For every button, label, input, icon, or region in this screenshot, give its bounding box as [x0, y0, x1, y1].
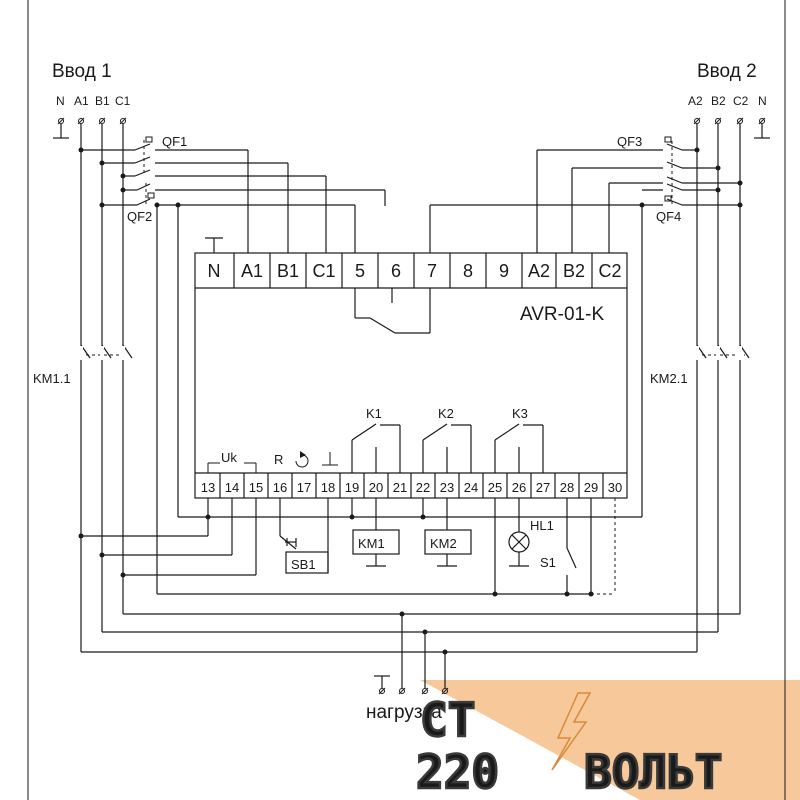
input2-phase-c2: C2 — [733, 94, 749, 108]
bottom-terminal-17: 17 — [297, 480, 311, 495]
km2-coil — [422, 498, 472, 567]
qf1-label: QF1 — [162, 134, 187, 149]
input1-phase-b1: B1 — [95, 94, 110, 108]
top-terminal-9: 9 — [499, 261, 509, 281]
bottom-terminal-20: 20 — [369, 480, 383, 495]
km1-1-label: KM1.1 — [33, 371, 71, 386]
bottom-terminal-row — [219, 473, 604, 498]
input1-terminals — [53, 117, 127, 652]
top-terminal-c1: C1 — [312, 261, 335, 281]
km2-coil-label: KM2 — [430, 536, 457, 551]
bottom-terminal-25: 25 — [488, 480, 502, 495]
bottom-terminal-14: 14 — [225, 480, 239, 495]
uk-bracket — [207, 462, 257, 473]
bottom-terminal-27: 27 — [536, 480, 550, 495]
km1-coil — [352, 498, 400, 567]
hl1-lamp — [508, 498, 530, 567]
uk-label: Uk — [221, 450, 237, 465]
common-ground-icon — [322, 452, 338, 466]
top-terminal-b2: B2 — [563, 261, 585, 281]
bottom-terminal-30: 30 — [608, 480, 622, 495]
km2-1-label: KM2.1 — [650, 371, 688, 386]
top-terminal-8: 8 — [463, 261, 473, 281]
watermark-line2b: ВОЛЬТ — [584, 745, 722, 799]
top-terminal-n: N — [208, 261, 221, 281]
load-terminals — [374, 614, 449, 695]
top-terminal-5: 5 — [355, 261, 365, 281]
relay-k3-label: K3 — [512, 406, 528, 421]
input2-phase-n: N — [758, 94, 767, 108]
qf4-label: QF4 — [656, 209, 681, 224]
input2-terminals — [693, 117, 770, 652]
qf2-breaker — [102, 183, 386, 253]
top-terminal-row — [233, 253, 593, 288]
avr-device-body — [194, 252, 628, 499]
watermark-wedge — [420, 680, 800, 800]
top-terminal-b1: B1 — [277, 261, 299, 281]
relay-k2-label: K2 — [438, 406, 454, 421]
watermark-line2a: 220 — [416, 745, 499, 799]
bottom-terminal-19: 19 — [345, 480, 359, 495]
sb1-label: SB1 — [291, 557, 316, 572]
input2-title: Ввод 2 — [697, 61, 757, 82]
bottom-terminal-13: 13 — [201, 480, 215, 495]
qf3-breaker — [536, 136, 740, 253]
input1-phase-c1: C1 — [115, 94, 131, 108]
bottom-terminal-16: 16 — [273, 480, 287, 495]
bottom-terminal-21: 21 — [393, 480, 407, 495]
bottom-terminal-23: 23 — [440, 480, 454, 495]
load-label: нагрузка — [366, 702, 442, 723]
hl1-label: HL1 — [530, 518, 554, 533]
watermark-line1: СТ — [420, 693, 475, 747]
qf2-label: QF2 — [127, 209, 152, 224]
top-terminal-7: 7 — [427, 261, 437, 281]
bottom-terminal-29: 29 — [584, 480, 598, 495]
watermark-logo: СТ 220 ВОЛЬТ — [415, 692, 724, 800]
bottom-terminal-18: 18 — [321, 480, 335, 495]
lightning-icon — [551, 692, 592, 771]
input2-phase-a2: A2 — [688, 94, 703, 108]
relay-k2-contact — [422, 423, 472, 473]
top-terminal-c2: C2 — [598, 261, 621, 281]
s1-label: S1 — [540, 555, 556, 570]
km1-coil-label: KM1 — [358, 536, 385, 551]
input2-phase-b2: B2 — [711, 94, 726, 108]
qf3-label: QF3 — [617, 134, 642, 149]
reset-icon — [295, 454, 309, 468]
qf1-breaker — [81, 136, 327, 253]
input1-title: Ввод 1 — [52, 61, 112, 82]
top-terminal-6: 6 — [391, 261, 401, 281]
device-model: AVR-01-K — [520, 304, 604, 325]
bottom-terminal-22: 22 — [416, 480, 430, 495]
top-terminal-a1: A1 — [241, 261, 263, 281]
bottom-terminal-24: 24 — [464, 480, 478, 495]
sb1-pushbutton — [279, 498, 329, 574]
bottom-terminal-28: 28 — [560, 480, 574, 495]
qf4-breaker — [429, 183, 740, 253]
reset-label: R — [274, 452, 283, 467]
input1-phase-n: N — [56, 94, 65, 108]
bottom-terminal-15: 15 — [249, 480, 263, 495]
relay-k1-label: K1 — [366, 406, 382, 421]
internal-changeover-contact — [354, 288, 431, 334]
top-terminal-a2: A2 — [528, 261, 550, 281]
s1-switch — [566, 498, 577, 594]
relay-k3-contact — [494, 423, 544, 473]
relay-k1-contact — [351, 423, 401, 473]
input1-phase-a1: A1 — [74, 94, 89, 108]
bottom-terminal-26: 26 — [512, 480, 526, 495]
